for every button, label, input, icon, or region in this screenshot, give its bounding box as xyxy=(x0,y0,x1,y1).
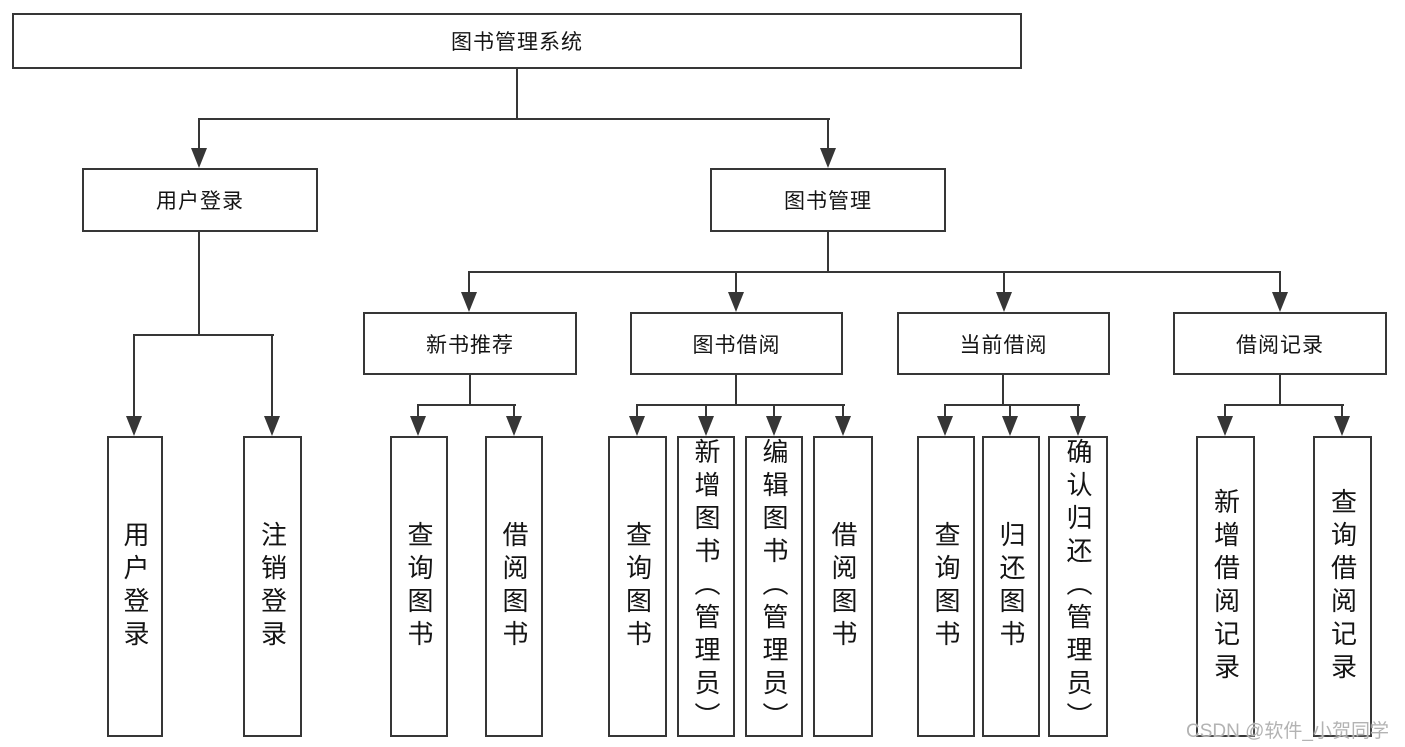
connector-line xyxy=(417,404,516,406)
connector-line xyxy=(468,271,1281,273)
node-book-management: 图书管理 xyxy=(710,168,946,232)
leaf-borrowing-edit-books-admin: 编辑图书（管理员） xyxy=(745,436,803,737)
arrowhead-icon xyxy=(629,416,645,436)
node-root: 图书管理系统 xyxy=(12,13,1022,69)
connector-line xyxy=(513,404,515,418)
node-current-borrowing: 当前借阅 xyxy=(897,312,1110,375)
connector-line xyxy=(773,404,775,418)
arrowhead-icon xyxy=(1217,416,1233,436)
arrowhead-icon xyxy=(820,148,836,168)
leaf-current-confirm-return-admin: 确认归还（管理员） xyxy=(1048,436,1108,737)
arrowhead-icon xyxy=(996,292,1012,312)
leaf-newbook-borrow-books: 借阅图书 xyxy=(485,436,543,737)
connector-line xyxy=(944,404,946,418)
leaf-newbook-query-books-label: 查询图书 xyxy=(404,520,434,653)
connector-line xyxy=(469,375,471,406)
node-new-book-recommend: 新书推荐 xyxy=(363,312,577,375)
node-user-login-label: 用户登录 xyxy=(156,190,244,213)
leaf-records-add-borrow-record: 新增借阅记录 xyxy=(1196,436,1255,737)
node-borrow-records-label: 借阅记录 xyxy=(1236,333,1324,357)
leaf-borrowing-borrow-books-label: 借阅图书 xyxy=(828,520,858,653)
connector-line xyxy=(1077,404,1079,418)
leaf-user-login-label: 用户登录 xyxy=(120,520,150,653)
connector-line xyxy=(198,232,200,336)
connector-line xyxy=(705,404,707,418)
leaf-borrowing-add-books-admin-label: 新增图书（管理员） xyxy=(691,438,721,735)
leaf-logout: 注销登录 xyxy=(243,436,302,737)
arrowhead-icon xyxy=(191,148,207,168)
arrowhead-icon xyxy=(698,416,714,436)
leaf-current-return-books-label: 归还图书 xyxy=(996,520,1026,653)
connector-line xyxy=(636,404,638,418)
node-current-borrowing-label: 当前借阅 xyxy=(959,333,1048,357)
connector-line xyxy=(1009,404,1011,418)
node-new-book-recommend-label: 新书推荐 xyxy=(426,333,514,357)
node-borrow-records: 借阅记录 xyxy=(1173,312,1387,375)
arrowhead-icon xyxy=(126,416,142,436)
leaf-current-query-books: 查询图书 xyxy=(917,436,975,737)
leaf-user-login: 用户登录 xyxy=(107,436,163,737)
arrowhead-icon xyxy=(264,416,280,436)
arrowhead-icon xyxy=(1002,416,1018,436)
arrowhead-icon xyxy=(506,416,522,436)
leaf-borrowing-query-books: 查询图书 xyxy=(608,436,667,737)
leaf-borrowing-add-books-admin: 新增图书（管理员） xyxy=(677,436,735,737)
connector-line xyxy=(198,118,830,120)
arrowhead-icon xyxy=(1334,416,1350,436)
leaf-borrowing-borrow-books: 借阅图书 xyxy=(813,436,873,737)
leaf-current-return-books: 归还图书 xyxy=(982,436,1040,737)
node-root-label: 图书管理系统 xyxy=(451,31,583,54)
arrowhead-icon xyxy=(937,416,953,436)
leaf-current-confirm-return-admin-label: 确认归还（管理员） xyxy=(1063,438,1093,735)
connector-line xyxy=(468,271,470,294)
connector-line xyxy=(198,118,200,150)
leaf-records-query-borrow-record-label: 查询借阅记录 xyxy=(1327,487,1358,686)
arrowhead-icon xyxy=(728,292,744,312)
connector-line xyxy=(827,232,829,273)
leaf-newbook-borrow-books-label: 借阅图书 xyxy=(499,520,529,653)
connector-line xyxy=(1279,375,1281,406)
connector-line xyxy=(636,404,845,406)
arrowhead-icon xyxy=(461,292,477,312)
connector-line xyxy=(1003,271,1005,294)
leaf-current-query-books-label: 查询图书 xyxy=(931,520,961,653)
connector-line xyxy=(1279,271,1281,294)
leaf-records-query-borrow-record: 查询借阅记录 xyxy=(1313,436,1372,737)
leaf-records-add-borrow-record-label: 新增借阅记录 xyxy=(1210,487,1241,686)
arrowhead-icon xyxy=(410,416,426,436)
connector-line xyxy=(133,334,135,418)
node-book-borrowing-label: 图书借阅 xyxy=(692,333,781,357)
connector-line xyxy=(417,404,419,418)
connector-line xyxy=(271,334,273,418)
connector-line xyxy=(1341,404,1343,418)
arrowhead-icon xyxy=(835,416,851,436)
connector-line xyxy=(735,375,737,406)
connector-line xyxy=(842,404,844,418)
arrowhead-icon xyxy=(1070,416,1086,436)
leaf-borrowing-query-books-label: 查询图书 xyxy=(622,520,653,653)
connector-line xyxy=(1224,404,1344,406)
node-book-borrowing: 图书借阅 xyxy=(630,312,843,375)
connector-line xyxy=(944,404,1080,406)
node-book-management-label: 图书管理 xyxy=(784,190,872,213)
leaf-borrowing-edit-books-admin-label: 编辑图书（管理员） xyxy=(759,438,789,735)
arrowhead-icon xyxy=(1272,292,1288,312)
csdn-watermark: CSDN @软件_小贺同学 xyxy=(1186,721,1389,742)
node-user-login: 用户登录 xyxy=(82,168,318,232)
leaf-newbook-query-books: 查询图书 xyxy=(390,436,448,737)
connector-line xyxy=(735,271,737,294)
leaf-logout-label: 注销登录 xyxy=(257,520,288,653)
connector-line xyxy=(827,118,829,150)
connector-line xyxy=(516,69,518,120)
connector-line xyxy=(1224,404,1226,418)
connector-line xyxy=(1002,375,1004,406)
connector-line xyxy=(133,334,274,336)
arrowhead-icon xyxy=(766,416,782,436)
